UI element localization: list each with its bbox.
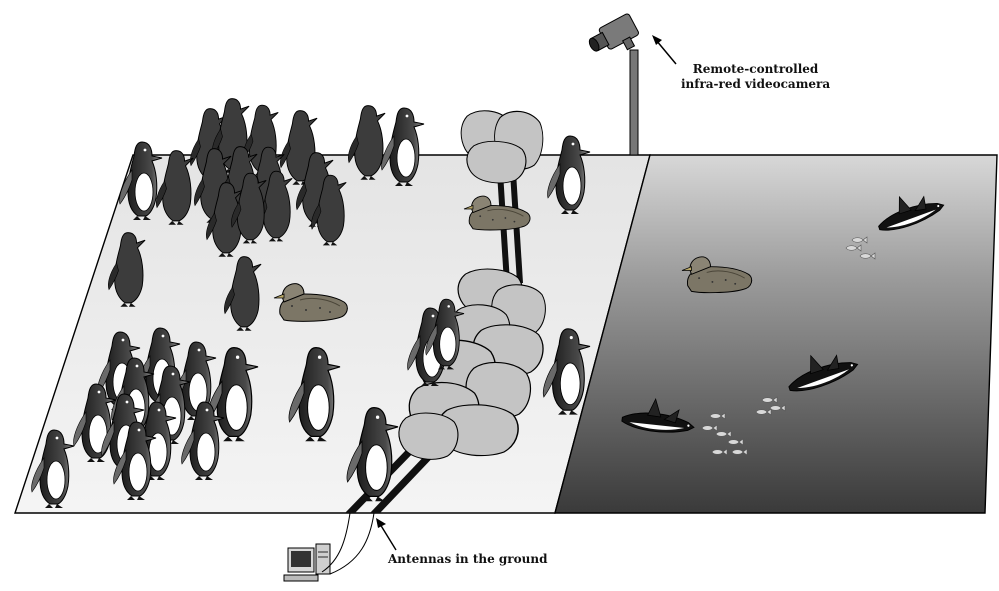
camera-label-line1: Remote-controlled — [681, 62, 830, 77]
camera-pole — [630, 50, 638, 155]
camera-label: Remote-controlled infra-red videocamera — [681, 62, 830, 92]
antennas-label: Antennas in the ground — [388, 552, 547, 567]
computer-icon — [284, 544, 330, 581]
camera-label-line2: infra-red videocamera — [681, 77, 830, 92]
